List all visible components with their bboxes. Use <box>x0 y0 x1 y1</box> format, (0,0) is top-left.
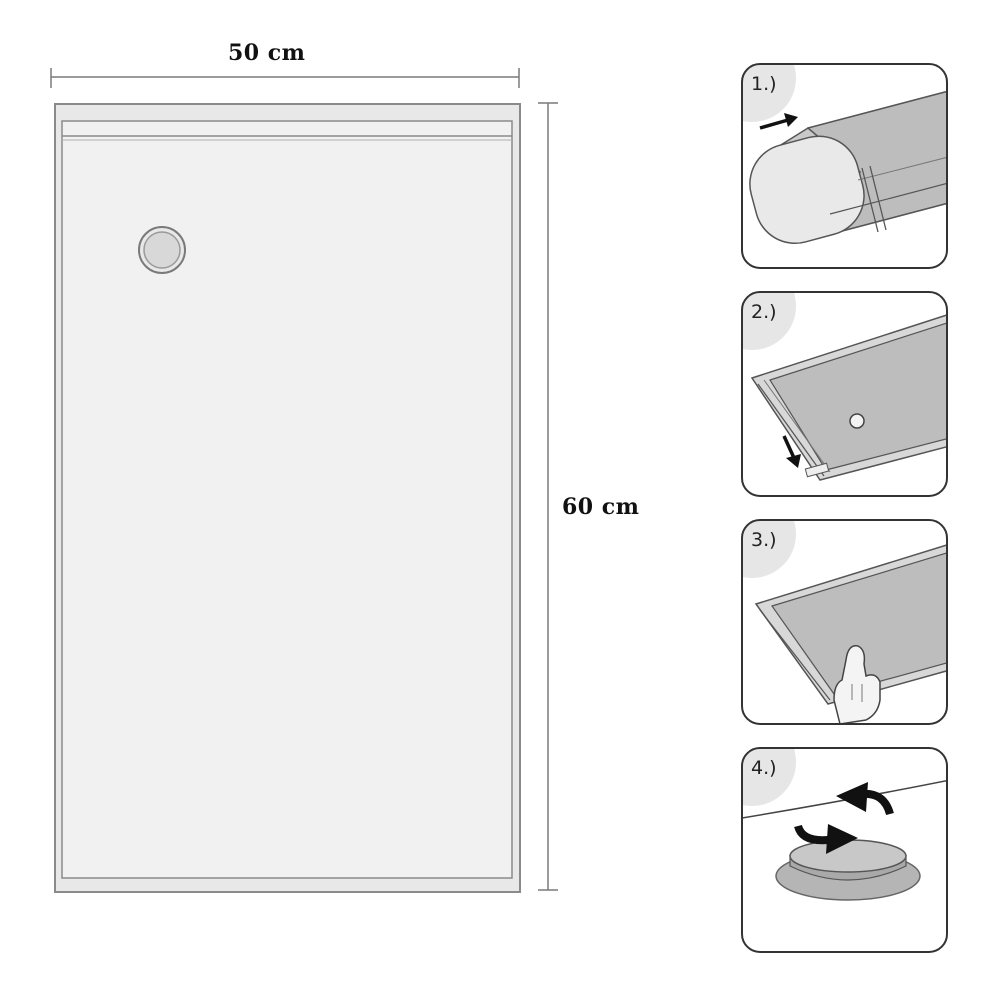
step-3-badge <box>742 520 796 578</box>
valve-icon <box>138 226 186 274</box>
arrow-right-icon <box>759 113 798 130</box>
step-1-panel: 1.) <box>741 63 948 269</box>
width-dimension-label: 50 cm <box>228 40 306 66</box>
width-dimension-line <box>50 68 520 88</box>
valve-icon <box>849 413 865 429</box>
step-2-label: 2.) <box>751 301 777 323</box>
height-dimension-line <box>538 102 558 891</box>
step-3-panel: 3.) <box>741 519 948 725</box>
rotate-arrows-icon <box>794 782 894 854</box>
valve-cap-illustration <box>775 839 921 901</box>
step-1-badge <box>742 64 796 122</box>
step-2-badge <box>742 292 796 350</box>
pressed-bag-illustration <box>754 542 947 705</box>
hand-pressing-icon <box>833 645 881 724</box>
vacuum-bag <box>54 103 521 893</box>
height-dimension-label: 60 cm <box>562 494 640 520</box>
zip-slider <box>804 462 830 478</box>
arrow-down-icon <box>782 435 801 468</box>
step-2-panel: 2.) <box>741 291 948 497</box>
step-4-panel: 4.) <box>741 747 948 953</box>
step-1-label: 1.) <box>751 73 777 95</box>
step-4-label: 4.) <box>751 757 777 779</box>
rolled-bag-illustration <box>749 87 947 245</box>
flat-bag-illustration <box>750 312 947 481</box>
step-3-label: 3.) <box>751 529 777 551</box>
step-4-badge <box>742 748 796 806</box>
